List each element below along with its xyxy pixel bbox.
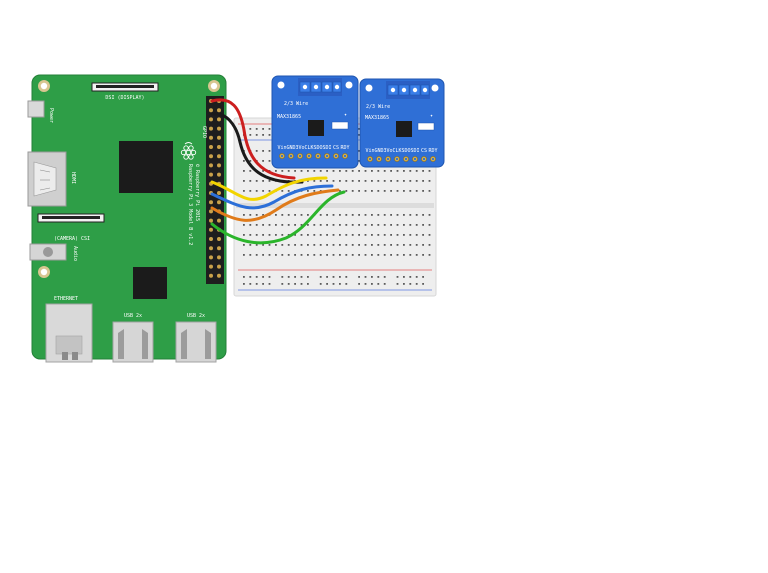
usb-right-label: USB 2x bbox=[187, 313, 205, 319]
star-logo-icon: ✦ bbox=[344, 112, 347, 118]
pin-label: CS bbox=[333, 145, 339, 151]
power-label: Power bbox=[48, 108, 54, 123]
ic-chip bbox=[396, 121, 412, 137]
ic-chip bbox=[308, 120, 324, 136]
chip-label: MAX31865 bbox=[365, 115, 389, 121]
gpio-label: GPIO bbox=[201, 126, 207, 138]
usb-port-right: USB 2x bbox=[175, 313, 217, 363]
pin-label: SDO bbox=[401, 148, 410, 154]
wire-power bbox=[210, 98, 296, 180]
pin-label: SDI bbox=[410, 148, 419, 154]
audio-label: Audio bbox=[72, 246, 78, 261]
camera-connector: (CAMERA) CSI bbox=[37, 213, 105, 242]
lan-chip bbox=[133, 267, 167, 299]
dsi-connector: DSI (DISPLAY) bbox=[91, 82, 159, 101]
pin-label: 3Vo bbox=[383, 148, 392, 154]
usb-left-label: USB 2x bbox=[124, 313, 142, 319]
raspberry-logo-icon bbox=[180, 142, 197, 160]
hdmi-label: HDMI bbox=[70, 172, 76, 184]
pin-label: SDO bbox=[313, 145, 322, 151]
jumper-label: 2/3 Wire bbox=[284, 101, 308, 107]
raspberry-pi-board: DSI (DISPLAY) Power HDMI (CAMERA) CSI Au… bbox=[27, 74, 227, 363]
camera-label: (CAMERA) CSI bbox=[54, 236, 90, 242]
soc-chip bbox=[119, 141, 173, 193]
wire-mosi bbox=[210, 188, 340, 222]
gpio-header: GPIO bbox=[201, 96, 224, 284]
chip-label: MAX31865 bbox=[277, 114, 301, 120]
dsi-label: DSI (DISPLAY) bbox=[105, 95, 144, 101]
jumper-label: 2/3 Wire bbox=[366, 104, 390, 110]
wire-clock bbox=[210, 176, 328, 201]
pin-label: GND bbox=[286, 145, 295, 151]
wire-ground bbox=[210, 112, 304, 184]
audio-jack: Audio bbox=[29, 243, 78, 261]
pin-label: CLK bbox=[304, 145, 313, 151]
wires bbox=[210, 98, 346, 245]
power-connector: Power bbox=[27, 100, 54, 123]
hdmi-connector: HDMI bbox=[27, 151, 76, 207]
model-label: Raspberry Pi 3 Model B v1.2 bbox=[187, 164, 193, 245]
wire-chip-select bbox=[210, 190, 346, 245]
pin-label: CLK bbox=[392, 148, 401, 154]
pin-label: SDI bbox=[322, 145, 331, 151]
pin-label: Vin bbox=[365, 148, 374, 154]
wire-miso bbox=[210, 184, 334, 210]
pin-label: Vin bbox=[277, 145, 286, 151]
pin-label: CS bbox=[421, 148, 427, 154]
ethernet-port: ETHERNET bbox=[45, 296, 93, 363]
pin-label: RDY bbox=[428, 148, 437, 154]
pin-label: RDY bbox=[340, 145, 349, 151]
star-logo-icon: ✦ bbox=[430, 113, 433, 119]
pin-label: GND bbox=[374, 148, 383, 154]
usb-port-left: USB 2x bbox=[112, 313, 154, 363]
pin-label: 3Vo bbox=[295, 145, 304, 151]
copyright-label: © Raspberry Pi 2015 bbox=[194, 164, 200, 221]
ethernet-label: ETHERNET bbox=[54, 296, 78, 302]
